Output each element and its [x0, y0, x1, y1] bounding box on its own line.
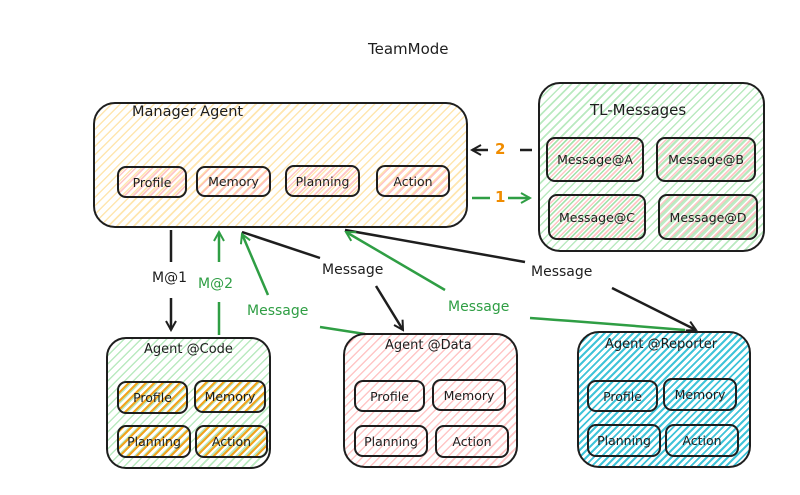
- agent-code-title: Agent @Code: [144, 342, 233, 357]
- message-b[interactable]: Message@B: [656, 137, 756, 182]
- manager-agent-node[interactable]: Manager Agent Profile Memory Planning Ac…: [93, 102, 468, 228]
- edge-label-message-data: Message: [322, 262, 384, 278]
- message-a[interactable]: Message@A: [546, 137, 644, 182]
- edge-data-to-manager-a: [319, 325, 366, 336]
- agent-reporter-module-profile[interactable]: Profile: [587, 380, 658, 412]
- edge-label-2: 2: [495, 140, 506, 158]
- manager-module-planning[interactable]: Planning: [285, 165, 360, 197]
- agent-code-module-memory[interactable]: Memory: [194, 380, 266, 413]
- agent-code-node[interactable]: Agent @Code Profile Memory Planning Acti…: [106, 337, 271, 469]
- edge-label-message-reporter: Message: [531, 264, 593, 280]
- manager-module-memory[interactable]: Memory: [196, 166, 271, 197]
- edge-reporter-to-manager-a: [529, 316, 686, 332]
- tl-messages-title: TL-Messages: [590, 101, 687, 119]
- message-c[interactable]: Message@C: [548, 194, 646, 240]
- edge-label-1: 1: [495, 188, 506, 206]
- agent-code-module-action[interactable]: Action: [195, 425, 268, 458]
- agent-data-module-profile[interactable]: Profile: [354, 380, 425, 412]
- edge-manager-to-data-a: [241, 230, 321, 260]
- agent-reporter-title: Agent @Reporter: [605, 337, 718, 352]
- edge-manager-to-reporter-b: [611, 286, 696, 330]
- edge-label-message-code: Message: [247, 303, 309, 319]
- agent-reporter-module-memory[interactable]: Memory: [663, 378, 737, 411]
- edge-manager-to-data-b: [374, 285, 403, 330]
- agent-reporter-module-action[interactable]: Action: [665, 424, 739, 457]
- agent-code-module-profile[interactable]: Profile: [117, 381, 188, 414]
- edge-label-m2: M@2: [198, 276, 233, 292]
- diagram-title: TeamMode: [368, 40, 449, 58]
- agent-data-module-action[interactable]: Action: [435, 425, 509, 458]
- agent-reporter-module-planning[interactable]: Planning: [587, 424, 661, 457]
- agent-data-module-memory[interactable]: Memory: [432, 379, 506, 411]
- agent-code-module-planning[interactable]: Planning: [117, 425, 191, 458]
- agent-data-module-planning[interactable]: Planning: [354, 425, 428, 457]
- tl-messages-node[interactable]: TL-Messages Message@A Message@B Message@…: [538, 82, 765, 252]
- edge-label-message-return: Message: [448, 299, 510, 315]
- manager-module-profile[interactable]: Profile: [117, 166, 187, 198]
- edge-label-m1: M@1: [152, 270, 187, 286]
- manager-agent-title: Manager Agent: [132, 104, 244, 120]
- agent-reporter-node[interactable]: Agent @Reporter Profile Memory Planning …: [577, 331, 751, 468]
- edge-reporter-to-manager-b: [346, 230, 446, 292]
- edge-data-to-manager-b: [242, 234, 270, 296]
- edge-manager-to-reporter-a: [344, 228, 526, 264]
- agent-data-node[interactable]: Agent @Data Profile Memory Planning Acti…: [343, 333, 518, 468]
- manager-module-action[interactable]: Action: [376, 165, 450, 197]
- message-d[interactable]: Message@D: [658, 194, 758, 240]
- agent-data-title: Agent @Data: [385, 338, 472, 353]
